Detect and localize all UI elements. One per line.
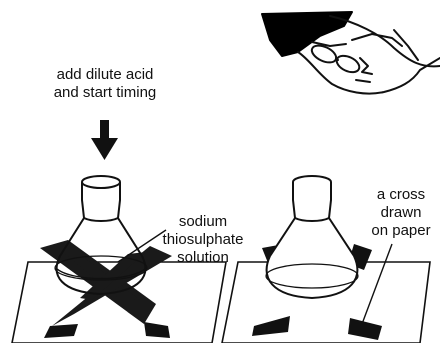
solution-leader-line: [117, 229, 167, 263]
cross-line-3: on paper: [371, 222, 431, 239]
cross-leader-line: [361, 243, 393, 325]
solution-label: sodium thiosulphate solution: [152, 213, 254, 267]
cross-label: a cross drawn on paper: [356, 186, 440, 240]
cross-line-2: drawn: [380, 204, 422, 221]
instruction-line-1: add dilute acid: [56, 66, 154, 83]
conical-flask-right: [265, 175, 359, 299]
solution-line-2: thiosulphate: [162, 231, 244, 248]
solution-line-1: sodium: [178, 213, 228, 230]
instruction-label: add dilute acid and start timing: [30, 66, 180, 102]
cross-line-1: a cross: [376, 186, 426, 203]
down-arrow-icon: [91, 120, 118, 160]
solution-line-3: solution: [177, 249, 229, 266]
cross-mark-left: [40, 240, 172, 338]
instruction-line-2: and start timing: [53, 84, 157, 101]
conical-flask-left: [54, 175, 148, 295]
observer-head-icon: [261, 11, 440, 95]
